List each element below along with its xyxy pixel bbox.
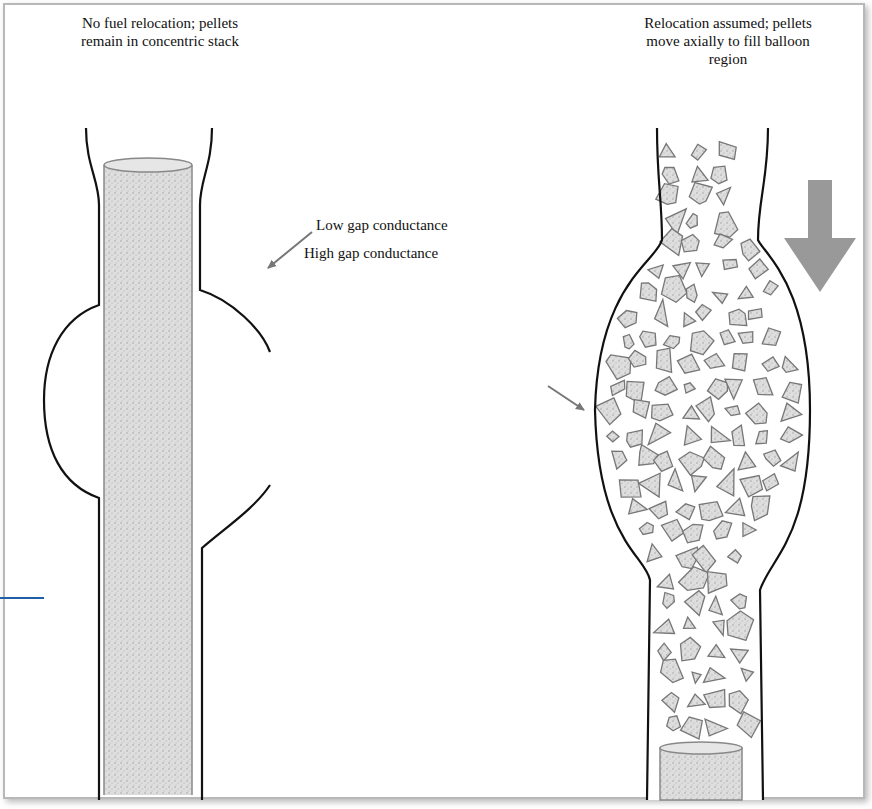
pellet-stack (104, 158, 192, 795)
bottom-pellet (660, 742, 742, 800)
cladding (44, 128, 270, 800)
note-text: Relocation assumed; pellets move axially… (633, 14, 823, 68)
note-text: No fuel relocation; pellets remain in co… (80, 14, 240, 50)
callout-label: High gap conductance (304, 244, 438, 262)
fuel-fragments (596, 142, 803, 739)
callout-label: Low gap conductance (316, 216, 448, 234)
relocation-arrow (784, 180, 856, 292)
cladding (595, 128, 810, 800)
blue-rule (0, 597, 44, 599)
leader-arrow (548, 386, 584, 410)
